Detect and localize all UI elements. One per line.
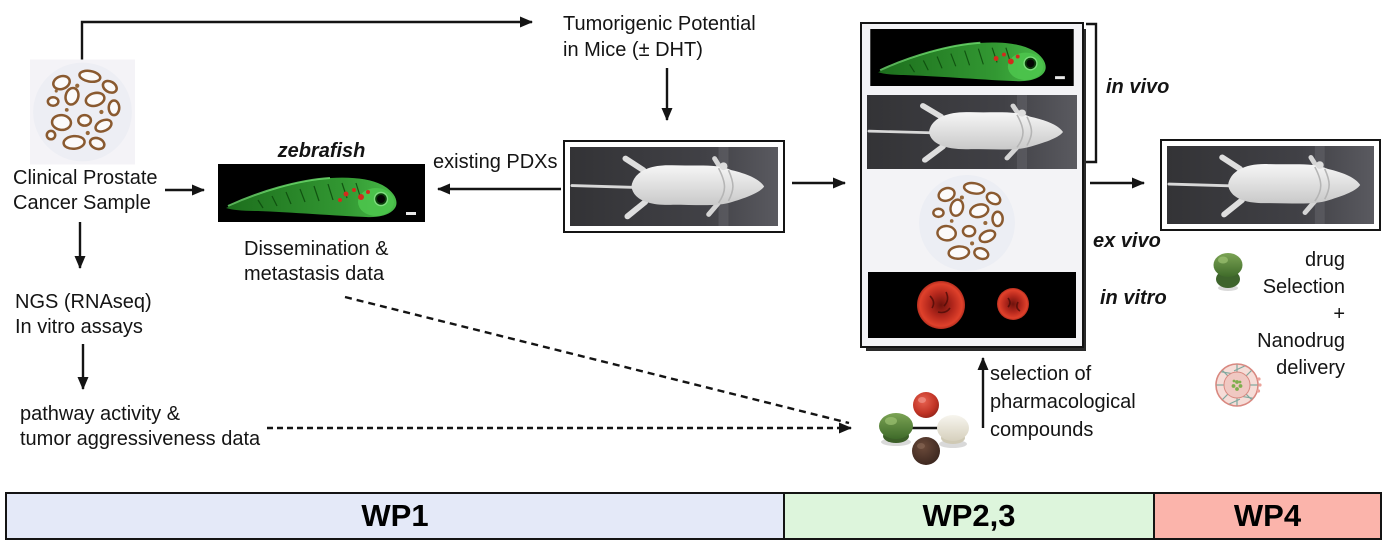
tumorigenic-label: Tumorigenic Potential in Mice (± DHT) [563,13,756,61]
existing-pdxs-label: existing PDXs [433,151,558,173]
wp2-3-band: WP2,3 [783,492,1155,540]
selection-compounds-label: selection of pharmacological compounds [990,363,1136,441]
ngs-label: NGS (RNAseq) In vitro assays [15,291,152,338]
wp1-label: WP1 [361,498,429,533]
wp1-band: WP1 [5,492,785,540]
wp2-3-label: WP2,3 [922,498,1016,533]
nanoparticle-liposome-icon [1212,360,1262,410]
dashed-line-metastasis-to-compounds [344,295,850,425]
drug-selection-label: drug Selection + Nanodrug delivery [1257,249,1345,379]
mouse-xenograft-image [867,95,1077,169]
tumor-spheroid-fluorescence-image [867,272,1077,338]
wp4-label: WP4 [1233,498,1302,533]
pathway-label: pathway activity & tumor aggressiveness … [20,403,261,450]
tissue-microarray-core-image [915,172,1019,274]
in-vivo-label: in vivo [1106,76,1170,98]
green-capsule-icon [1210,250,1246,292]
assay-panel [860,22,1084,348]
zebrafish-label: zebrafish [277,140,366,162]
clinical-sample-label: Clinical Prostate Cancer Sample [13,167,158,214]
dissemination-label: Dissemination & metastasis data [244,238,389,285]
zebrafish-embryo-fluorescence-image [867,29,1077,86]
mouse-xenograft-image [1160,139,1381,231]
tissue-microarray-core-image [30,58,135,166]
arrow-sample-to-tumorigenic [80,16,533,60]
in-vivo-bracket [1086,22,1098,164]
wp4-band: WP4 [1153,492,1382,540]
ex-vivo-label: ex vivo [1093,230,1161,252]
mouse-xenograft-image [563,140,785,233]
in-vitro-label: in vitro [1100,287,1167,309]
zebrafish-embryo-fluorescence-image [218,164,425,222]
drug-compounds-image [869,384,981,476]
